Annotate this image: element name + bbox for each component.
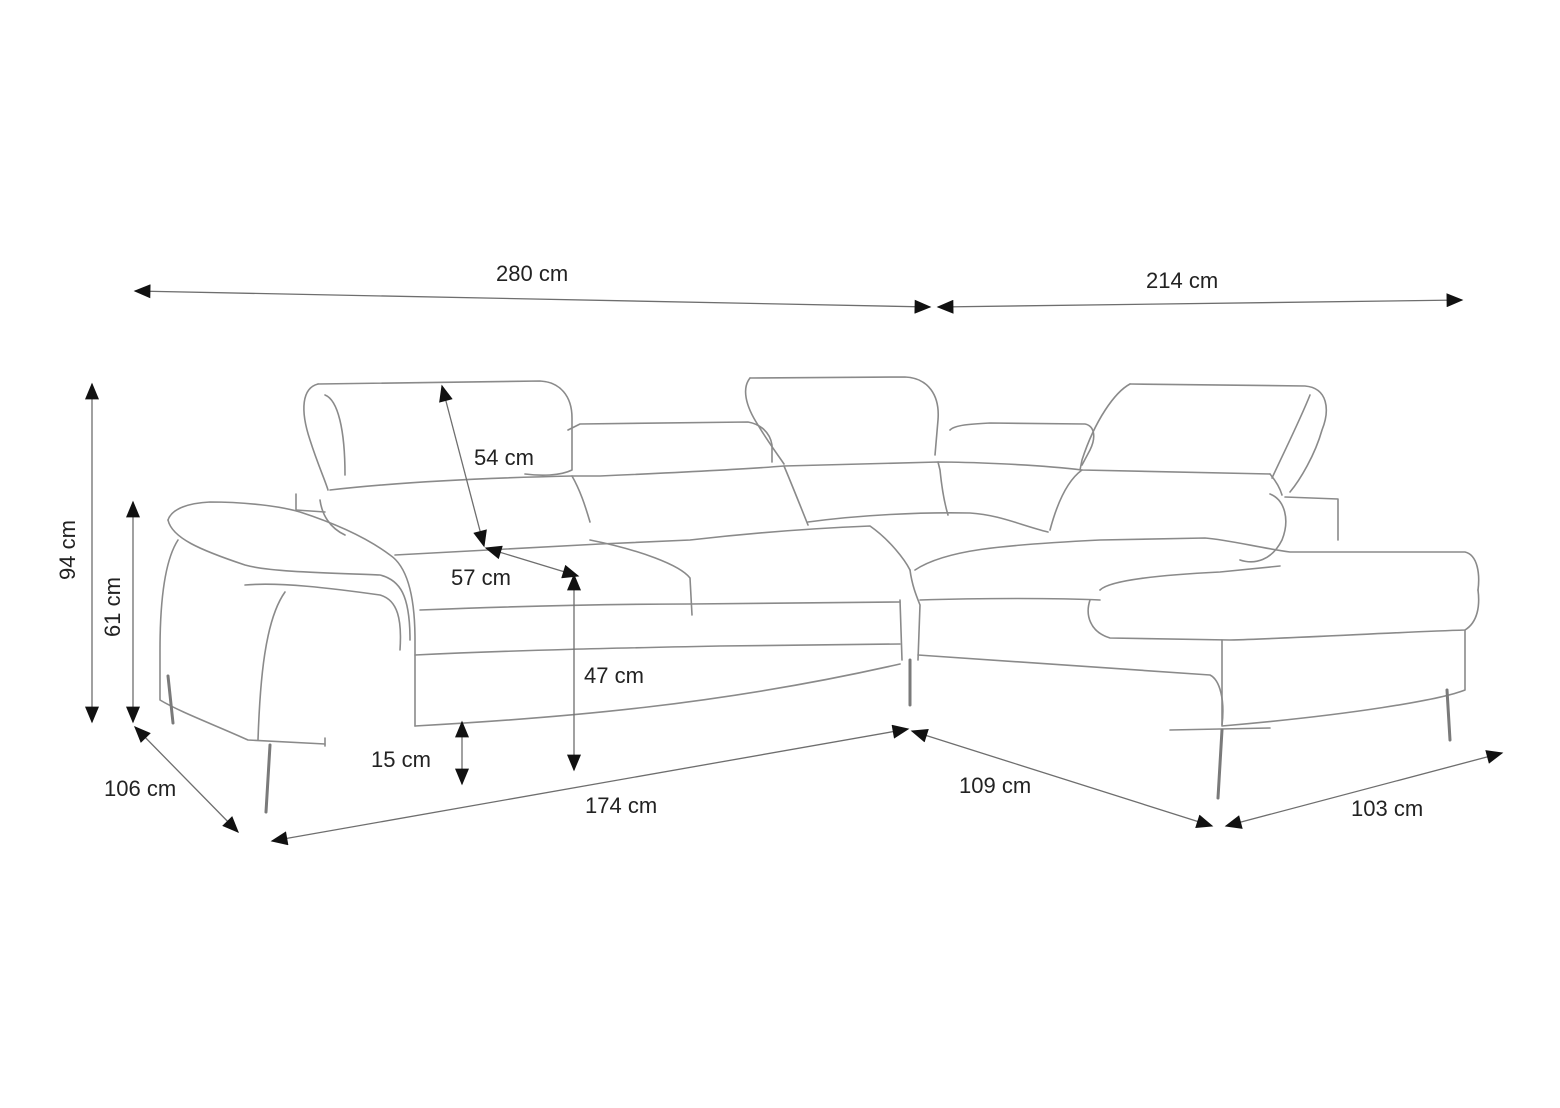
label-total-width-left: 280 cm <box>496 261 569 286</box>
label-seat-height: 47 cm <box>584 663 644 688</box>
dim-line-54 <box>439 384 487 548</box>
dim-line-106 <box>134 726 239 833</box>
label-front-width-middle: 109 cm <box>959 773 1032 798</box>
dim-line-214 <box>936 293 1464 314</box>
dim-line-109 <box>910 728 1214 829</box>
dimension-lines <box>85 284 1504 846</box>
label-front-width-left: 174 cm <box>585 793 658 818</box>
label-seat-depth: 57 cm <box>451 565 511 590</box>
sofa-outline <box>159 376 1480 747</box>
label-chaise-width: 103 cm <box>1351 796 1424 821</box>
dim-line-280 <box>133 284 932 314</box>
label-armrest-height: 61 cm <box>99 577 125 637</box>
label-headrest-height: 54 cm <box>474 445 534 470</box>
label-total-width-right: 214 cm <box>1146 268 1219 293</box>
label-depth: 106 cm <box>104 776 177 801</box>
sofa-legs <box>166 658 1452 814</box>
label-total-height: 94 cm <box>54 520 80 580</box>
label-leg-height: 15 cm <box>371 747 431 772</box>
dim-line-57 <box>484 545 580 579</box>
dim-line-174 <box>270 724 910 846</box>
dim-line-103 <box>1224 750 1504 829</box>
